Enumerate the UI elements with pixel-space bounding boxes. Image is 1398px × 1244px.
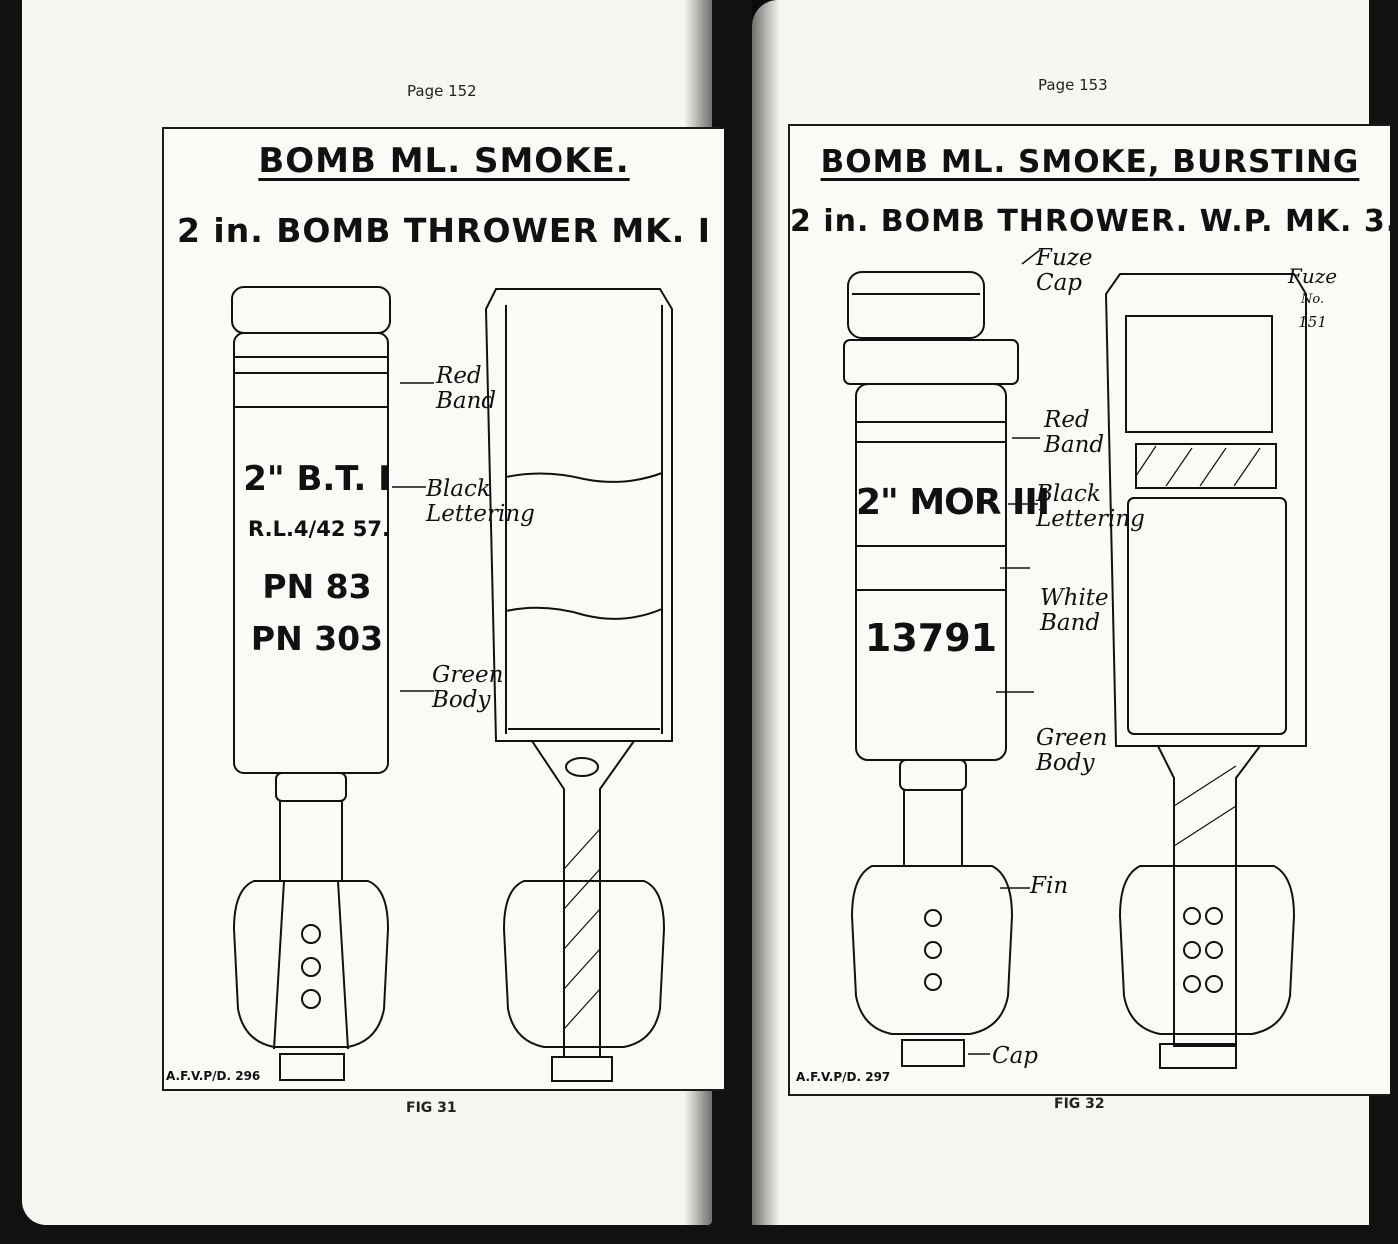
tail-fin-outline bbox=[232, 880, 390, 1048]
section-outline bbox=[1104, 273, 1307, 747]
figure-plate: BOMB ML. SMOKE, BURSTING 2 in. BOMB THRO… bbox=[788, 124, 1398, 1096]
tail-cap bbox=[279, 1053, 345, 1081]
figure-caption: FIG 31 bbox=[406, 1100, 457, 1116]
page-number: Page 153 bbox=[1038, 76, 1108, 94]
stencil-marking-1: 2" B.T. I bbox=[243, 459, 391, 499]
stencil-marking-2: R.L.4/42 57. bbox=[248, 517, 390, 541]
drawing-reference: A.F.V.P/D. 296 bbox=[166, 1069, 261, 1083]
plate-subtitle: 2 in. BOMB THROWER MK. I bbox=[176, 211, 712, 250]
plate-title: BOMB ML. SMOKE. bbox=[258, 141, 630, 181]
nose-cap bbox=[231, 286, 391, 334]
stencil-marking-1: 2" MOR III bbox=[856, 482, 1050, 523]
tail-fin-outline bbox=[850, 865, 1014, 1035]
plate-subtitle: 2 in. BOMB THROWER. W.P. MK. 3. bbox=[790, 204, 1398, 239]
bomb-body-outline bbox=[233, 332, 389, 774]
tail-cap bbox=[901, 1039, 965, 1067]
stencil-marking-4: PN 303 bbox=[250, 619, 384, 658]
stencil-marking-3: PN 83 bbox=[262, 567, 372, 606]
bomb-body-outline bbox=[855, 383, 1007, 761]
page-number: Page 152 bbox=[407, 82, 477, 100]
figure-caption: FIG 32 bbox=[1054, 1096, 1105, 1112]
plate-title: BOMB ML. SMOKE, BURSTING bbox=[820, 144, 1360, 180]
fuze-cap bbox=[847, 271, 985, 339]
stencil-marking-2: 13791 bbox=[864, 616, 998, 660]
bomb-drawing bbox=[231, 286, 673, 1082]
section-outline bbox=[484, 288, 673, 742]
callout-fin: Fin bbox=[1030, 873, 1069, 899]
bomb-drawing bbox=[843, 249, 1307, 1069]
callout-cap: Cap bbox=[992, 1043, 1039, 1069]
gutter-shadow bbox=[752, 0, 780, 1225]
figure-plate: BOMB ML. SMOKE. 2 in. BOMB THROWER MK. I bbox=[162, 127, 724, 1091]
drawing-reference: A.F.V.P/D. 297 bbox=[796, 1070, 891, 1084]
right-page: Page 153 BOMB ML. SMOKE, BURSTING 2 in. … bbox=[752, 0, 1397, 1225]
left-page: Page 152 BOMB ML. SMOKE. 2 in. BOMB THRO… bbox=[22, 0, 724, 1225]
